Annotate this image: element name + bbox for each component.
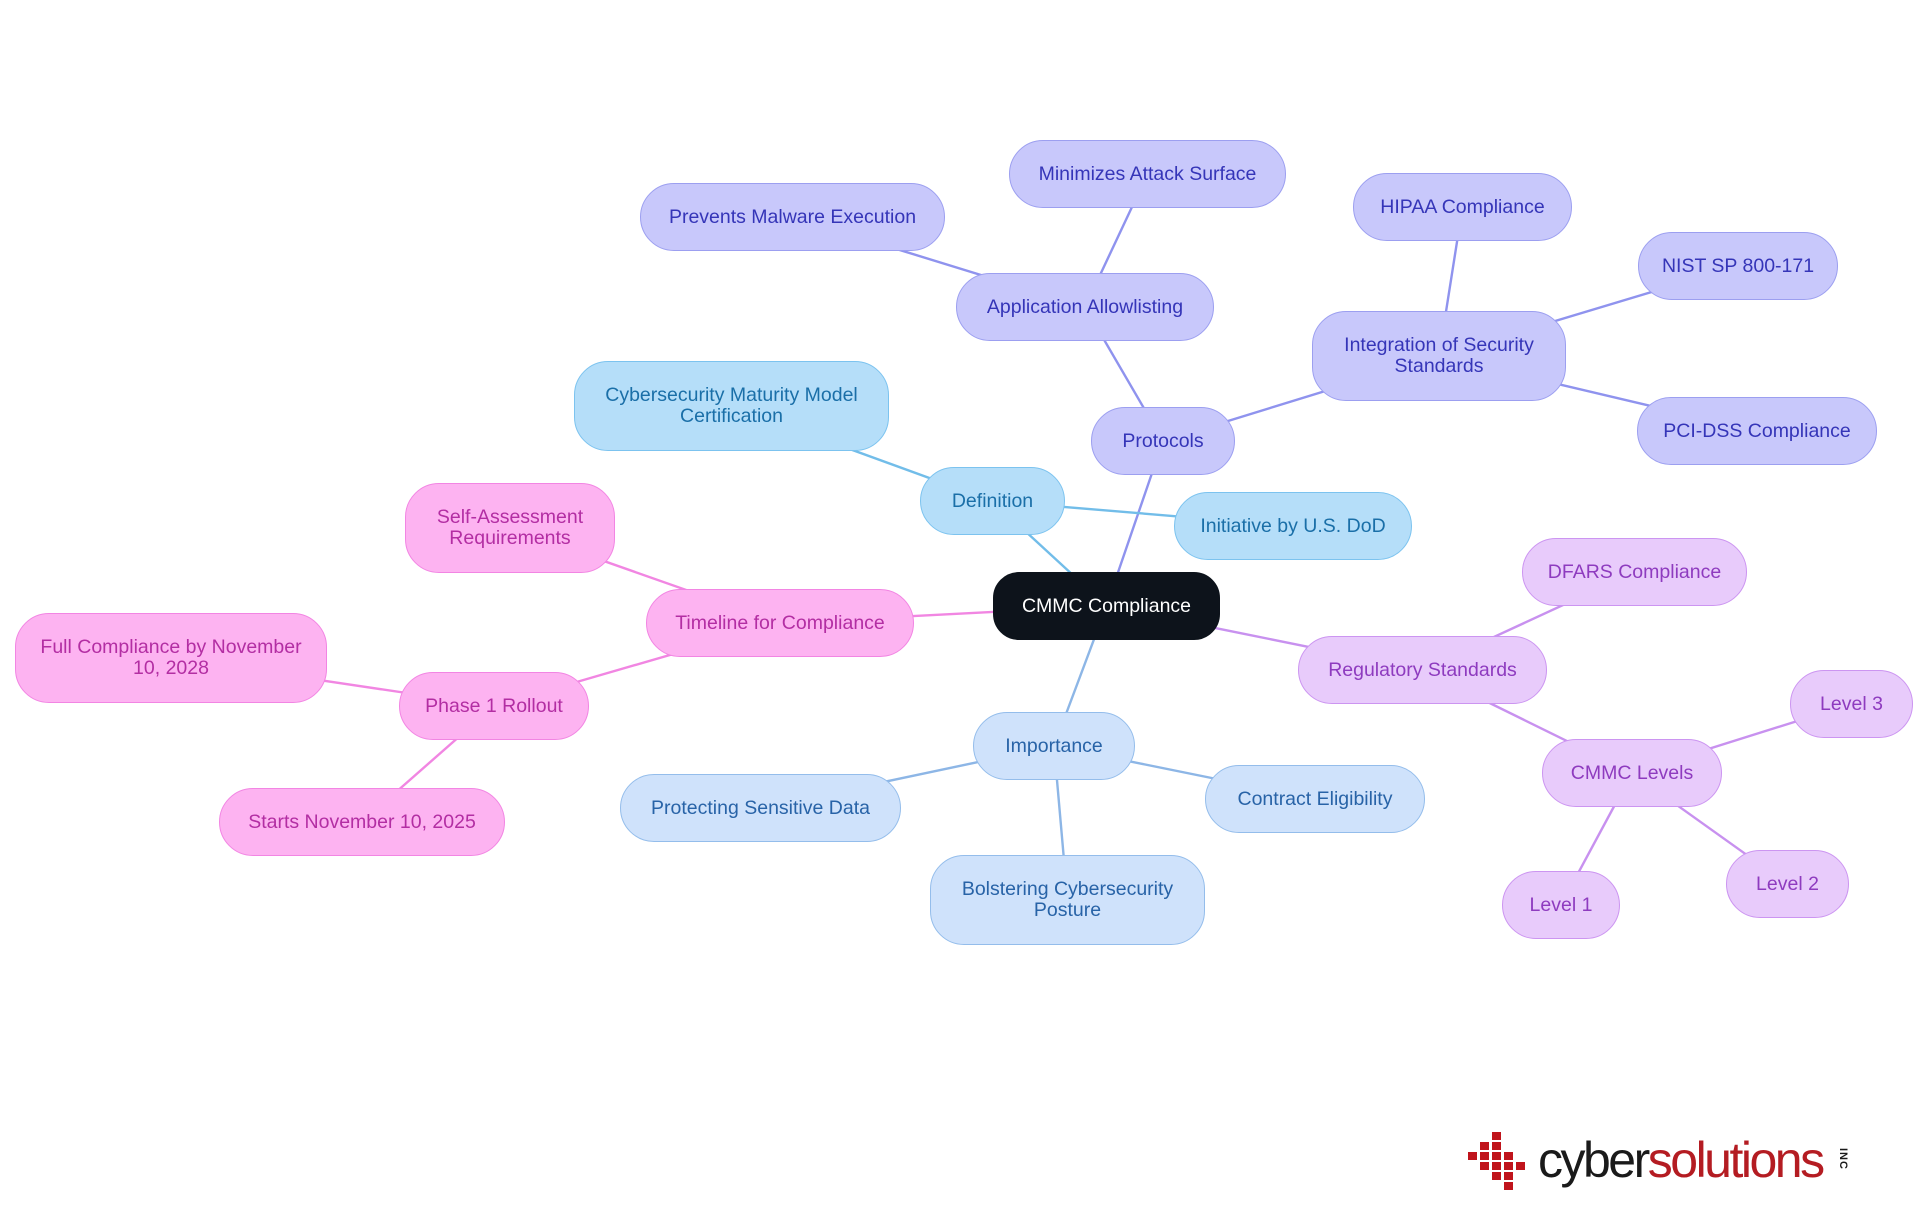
node-nist: NIST SP 800-171 <box>1638 232 1838 300</box>
node-dod: Initiative by U.S. DoD <box>1174 492 1412 560</box>
node-hipaa: HIPAA Compliance <box>1353 173 1572 241</box>
node-importance: Importance <box>973 712 1135 780</box>
company-logo: cybersolutions INC <box>1468 1128 1868 1194</box>
node-l2: Level 2 <box>1726 850 1849 918</box>
node-starts: Starts November 10, 2025 <box>219 788 505 856</box>
node-l1: Level 1 <box>1502 871 1620 939</box>
node-l3: Level 3 <box>1790 670 1913 738</box>
logo-mark-icon <box>1468 1132 1525 1190</box>
node-malware: Prevents Malware Execution <box>640 183 945 251</box>
node-phase1: Phase 1 Rollout <box>399 672 589 740</box>
node-contract: Contract Eligibility <box>1205 765 1425 833</box>
node-definition: Definition <box>920 467 1065 535</box>
node-timeline: Timeline for Compliance <box>646 589 914 657</box>
node-dfars: DFARS Compliance <box>1522 538 1747 606</box>
logo-wordmark: cybersolutions <box>1538 1132 1825 1188</box>
node-posture: Bolstering Cybersecurity Posture <box>930 855 1205 945</box>
node-pci: PCI-DSS Compliance <box>1637 397 1877 465</box>
node-attack: Minimizes Attack Surface <box>1009 140 1286 208</box>
node-regulatory: Regulatory Standards <box>1298 636 1547 704</box>
node-protocols: Protocols <box>1091 407 1235 475</box>
node-sensitive: Protecting Sensitive Data <box>620 774 901 842</box>
node-cmmc-full: Cybersecurity Maturity Model Certificati… <box>574 361 889 451</box>
node-full: Full Compliance by November 10, 2028 <box>15 613 327 703</box>
logo-suffix: INC <box>1837 1148 1849 1170</box>
node-levels: CMMC Levels <box>1542 739 1722 807</box>
node-app-allow: Application Allowlisting <box>956 273 1214 341</box>
node-self: Self-Assessment Requirements <box>405 483 615 573</box>
logo-part-cyber: cyber <box>1538 1132 1650 1188</box>
central-node: CMMC Compliance <box>993 572 1220 640</box>
node-integration: Integration of Security Standards <box>1312 311 1566 401</box>
logo-part-solutions: solutions <box>1647 1132 1825 1188</box>
